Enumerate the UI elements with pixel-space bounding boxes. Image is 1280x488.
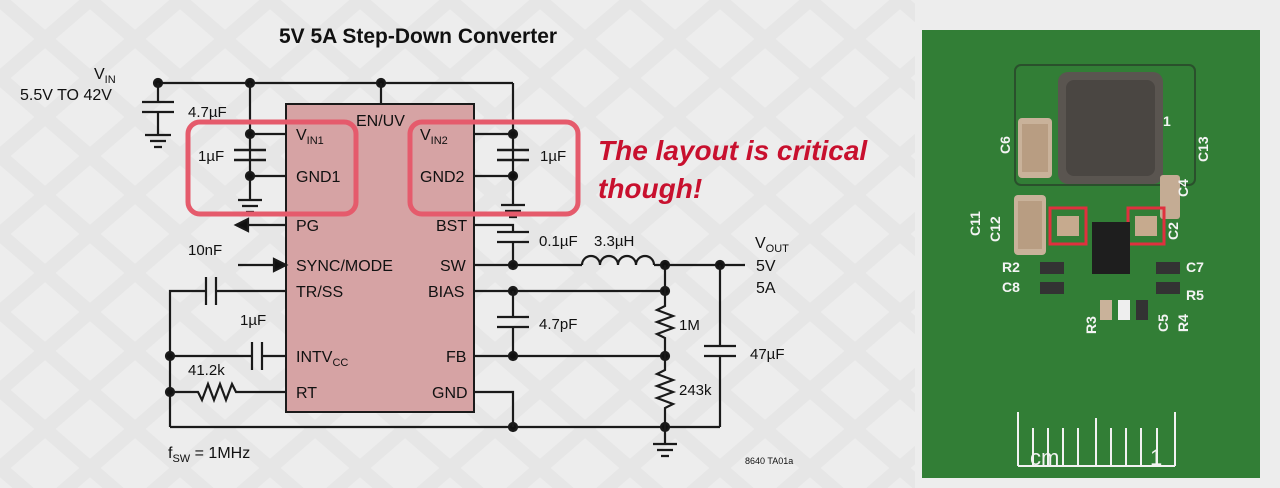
pin-fb-label: FB: [446, 349, 466, 366]
vin-label: VIN: [94, 66, 116, 86]
pin-intvcc-label: INTVCC: [296, 349, 348, 369]
board-label-c4: C4: [1175, 179, 1191, 197]
board-label-c6: C6: [997, 136, 1013, 154]
c-vin2-label: 1µF: [540, 148, 566, 165]
resistor-r-bot: [653, 356, 677, 427]
board-label-pin1: 1: [1163, 113, 1171, 129]
board-label-c2: C2: [1165, 222, 1181, 240]
board-label-c5: C5: [1155, 314, 1171, 332]
board-label-c13: C13: [1195, 136, 1211, 162]
diagram-title: 5V 5A Step-Down Converter: [279, 25, 557, 48]
inductor-l-out: [580, 254, 656, 266]
vin-range-label: 5.5V TO 42V: [20, 87, 112, 104]
c-bst-label: 0.1µF: [539, 233, 578, 250]
board-label-r3: R3: [1083, 316, 1099, 334]
l-out-label: 3.3µH: [594, 233, 634, 250]
board-label-r2: R2: [1002, 259, 1020, 275]
pin-gnd-label: GND: [432, 385, 468, 402]
c-intvcc-label: 1µF: [240, 312, 266, 329]
pin-bias-label: BIAS: [428, 284, 464, 301]
pin-sync-label: SYNC/MODE: [296, 258, 393, 275]
callout-line2: though!: [598, 173, 702, 204]
pin-bst-label: BST: [436, 218, 467, 235]
vout-current-label: 5A: [756, 280, 776, 297]
scale-mark-label: 1: [1150, 445, 1162, 470]
pin-vin2-label: VIN2: [420, 127, 448, 147]
pin-trss-label: TR/SS: [296, 284, 343, 301]
cap-in-label: 4.7µF: [188, 104, 227, 121]
scale-ruler: [1017, 412, 1176, 467]
board-label-c12: C12: [987, 216, 1003, 242]
r-top-label: 1M: [679, 317, 700, 334]
ic-body: [285, 103, 475, 413]
c-vin1-label: 1µF: [198, 148, 224, 165]
pin-sw-label: SW: [440, 258, 467, 275]
pin-gnd2-label: GND2: [420, 169, 465, 186]
vout-label: VOUT: [755, 235, 789, 255]
pin-rt-label: RT: [296, 385, 317, 402]
pin-pg-label: PG: [296, 218, 319, 235]
board-label-r4: R4: [1175, 314, 1191, 332]
c-ff-label: 4.7pF: [539, 316, 577, 333]
c-trss-label: 10nF: [188, 242, 222, 259]
callout-line1: The layout is critical: [598, 135, 868, 166]
ic-component: [1092, 222, 1130, 274]
board-label-c7: C7: [1186, 259, 1204, 275]
fsw-label: fSW = 1MHz: [168, 445, 250, 465]
board-label-r5: R5: [1186, 287, 1204, 303]
resistor-r-top: [653, 300, 677, 356]
scale-unit-label: cm: [1030, 445, 1059, 470]
highlight-box-left: [185, 119, 359, 217]
board-photo: C6 C13 C4 C11 C12 C2 R2 C8 C7 R5 R3 C5 R…: [922, 30, 1260, 478]
board-label-c11: C11: [967, 211, 983, 236]
vout-voltage-label: 5V: [756, 258, 776, 275]
r-rt-label: 41.2k: [188, 362, 225, 379]
figure-id: 8640 TA01a: [745, 456, 793, 466]
board-label-c8: C8: [1002, 279, 1020, 295]
r-bot-label: 243k: [679, 382, 712, 399]
highlight-box-right: [407, 119, 581, 217]
c-out-label: 47µF: [750, 346, 785, 363]
pin-gnd1-label: GND1: [296, 169, 341, 186]
schematic-diagram: 5V 5A Step-Down Converter VIN 5.5V TO 42…: [20, 25, 793, 466]
pin-en-label: EN/UV: [356, 113, 405, 130]
pin-vin1-label: VIN1: [296, 127, 324, 147]
